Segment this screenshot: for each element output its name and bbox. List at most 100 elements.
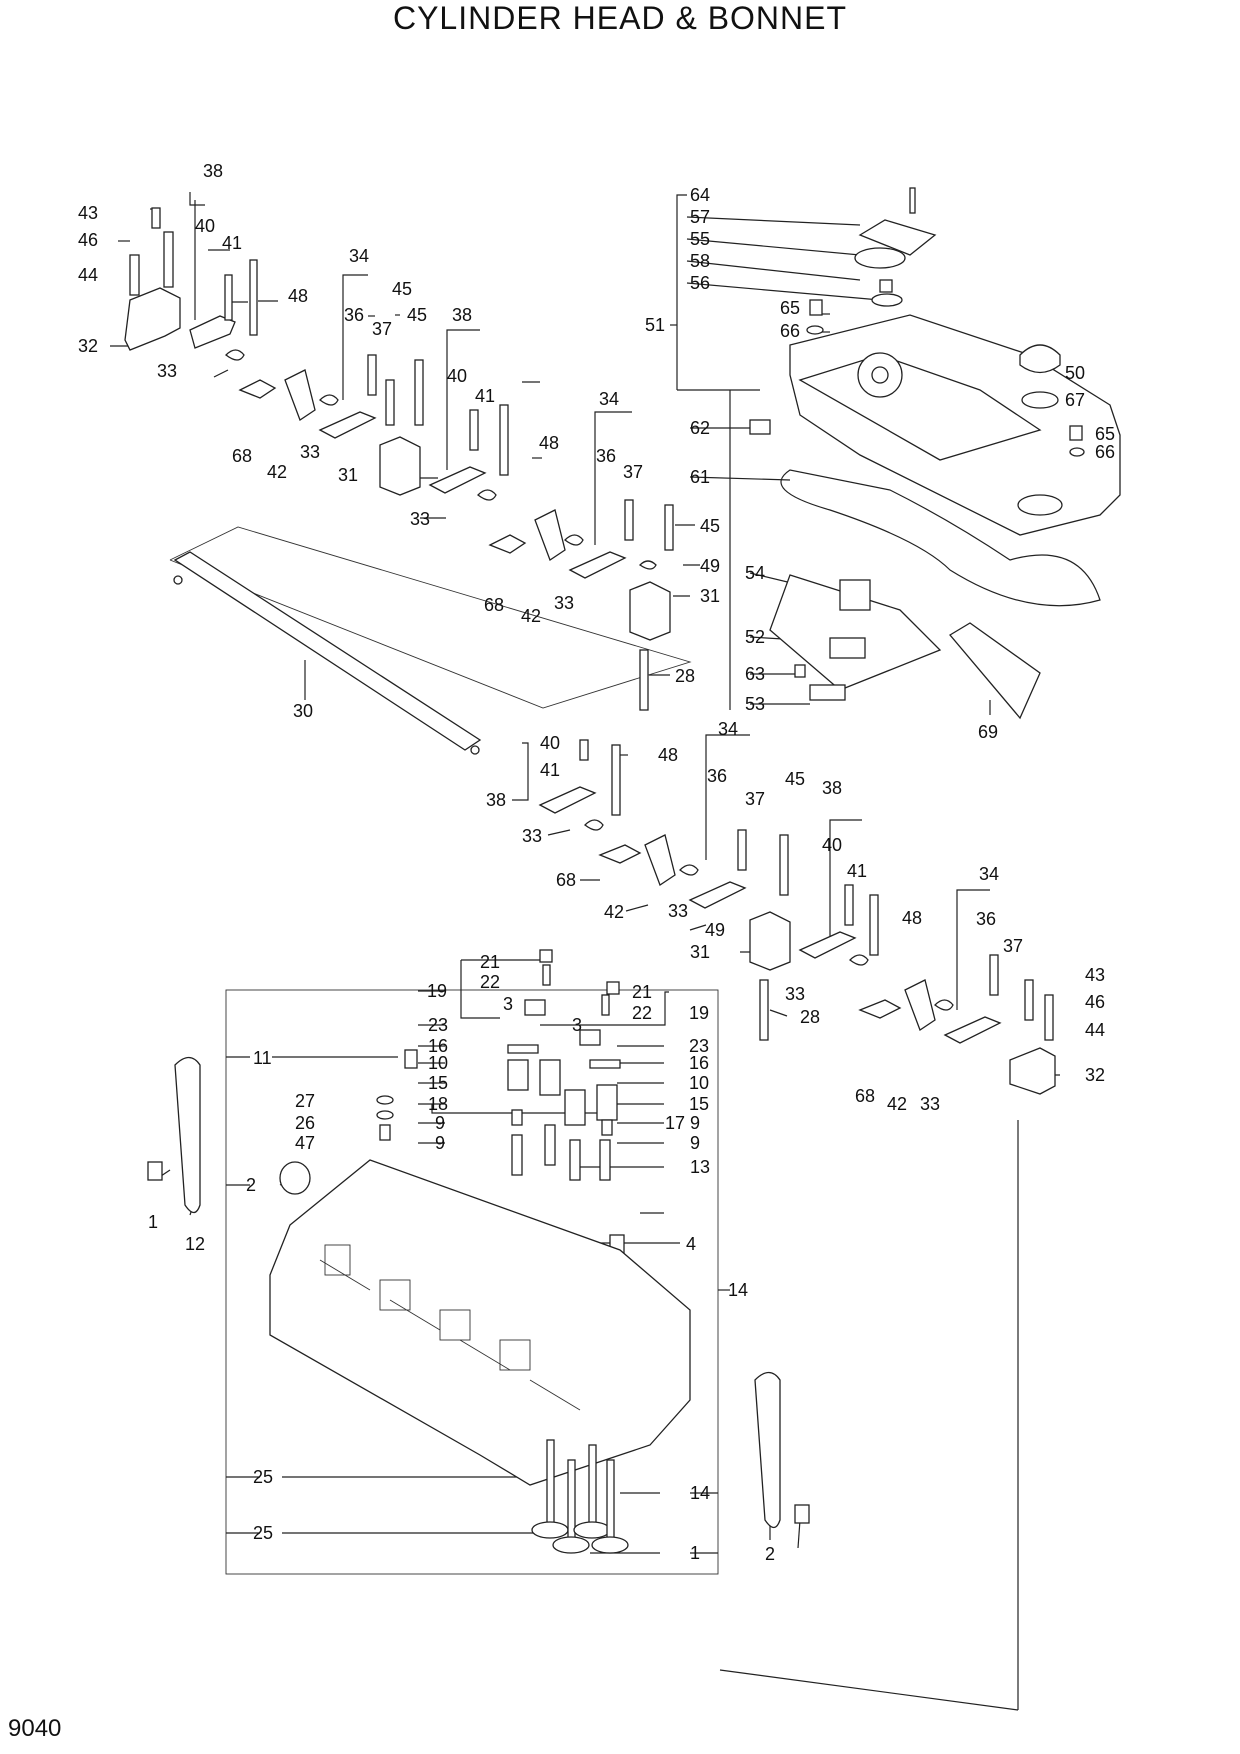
callout: 4 xyxy=(686,1234,696,1254)
callout: 33 xyxy=(554,593,574,613)
callout: 48 xyxy=(902,908,922,928)
callout: 38 xyxy=(486,790,506,810)
callout: 16 xyxy=(428,1036,448,1056)
callout: 3 xyxy=(572,1015,582,1035)
callout: 13 xyxy=(690,1157,710,1177)
callout: 53 xyxy=(745,694,765,714)
callout: 26 xyxy=(295,1113,315,1133)
callout: 33 xyxy=(522,826,542,846)
callout: 68 xyxy=(855,1086,875,1106)
callout: 25 xyxy=(253,1523,273,1543)
callout: 54 xyxy=(745,563,765,583)
callout: 19 xyxy=(689,1003,709,1023)
callout: 3 xyxy=(503,994,513,1014)
callout: 10 xyxy=(689,1073,709,1093)
callout: 36 xyxy=(596,446,616,466)
callout: 67 xyxy=(1065,390,1085,410)
leader-lines xyxy=(110,192,1090,1711)
callout: 22 xyxy=(632,1003,652,1023)
callout: 34 xyxy=(599,389,619,409)
callout: 33 xyxy=(785,984,805,1004)
callout: 33 xyxy=(300,442,320,462)
callout: 32 xyxy=(1085,1065,1105,1085)
callout: 22 xyxy=(480,972,500,992)
callout: 62 xyxy=(690,418,710,438)
callout: 12 xyxy=(185,1234,205,1254)
callout: 23 xyxy=(428,1015,448,1035)
callout: 44 xyxy=(78,265,98,285)
callout: 37 xyxy=(623,462,643,482)
callout: 45 xyxy=(700,516,720,536)
callout: 42 xyxy=(604,902,624,922)
callout: 11 xyxy=(253,1048,272,1068)
callout: 45 xyxy=(392,279,412,299)
callout: 57 xyxy=(690,207,710,227)
callout: 48 xyxy=(539,433,559,453)
callout: 21 xyxy=(632,982,652,1002)
callout: 21 xyxy=(480,952,500,972)
callout: 41 xyxy=(475,386,495,406)
callout: 43 xyxy=(1085,965,1105,985)
callout: 33 xyxy=(920,1094,940,1114)
callout: 9 xyxy=(690,1133,700,1153)
callout: 40 xyxy=(195,216,215,236)
callout: 38 xyxy=(452,305,472,325)
callout: 9 xyxy=(435,1133,445,1153)
callout: 28 xyxy=(675,666,695,686)
callout: 33 xyxy=(410,509,430,529)
callout: 30 xyxy=(293,701,313,721)
callout: 16 xyxy=(689,1053,709,1073)
callout: 42 xyxy=(267,462,287,482)
callout: 50 xyxy=(1065,363,1085,383)
callout: 40 xyxy=(540,733,560,753)
callout: 9 xyxy=(690,1113,700,1133)
callout: 40 xyxy=(822,835,842,855)
callout: 63 xyxy=(745,664,765,684)
callout: 34 xyxy=(349,246,369,266)
callout: 69 xyxy=(978,722,998,742)
callout: 55 xyxy=(690,229,710,249)
callout: 23 xyxy=(689,1036,709,1056)
callout: 1 xyxy=(148,1212,158,1232)
page-number: 9040 xyxy=(8,1715,62,1742)
callout: 42 xyxy=(887,1094,907,1114)
callout: 44 xyxy=(1085,1020,1105,1040)
callout: 25 xyxy=(253,1467,273,1487)
callout: 48 xyxy=(288,286,308,306)
callout: 40 xyxy=(447,366,467,386)
callout: 27 xyxy=(295,1091,315,1111)
callout: 2 xyxy=(765,1544,775,1564)
callout: 61 xyxy=(690,467,710,487)
callout: 34 xyxy=(979,864,999,884)
callout-labels: 38 43 40 46 41 44 48 32 33 68 42 33 34 3… xyxy=(78,161,1115,1564)
callout: 1 xyxy=(690,1543,700,1563)
callout: 18 xyxy=(428,1094,448,1114)
callout: 46 xyxy=(1085,992,1105,1012)
callout: 64 xyxy=(690,185,710,205)
callout: 37 xyxy=(745,789,765,809)
callout: 31 xyxy=(690,942,710,962)
callout: 36 xyxy=(344,305,364,325)
callout: 68 xyxy=(232,446,252,466)
callout: 38 xyxy=(203,161,223,181)
callout: 58 xyxy=(690,251,710,271)
callout: 33 xyxy=(157,361,177,381)
callout: 66 xyxy=(780,321,800,341)
callout: 2 xyxy=(246,1175,256,1195)
callout: 46 xyxy=(78,230,98,250)
callout: 65 xyxy=(1095,424,1115,444)
callout: 32 xyxy=(78,336,98,356)
callout: 31 xyxy=(338,465,358,485)
callout: 14 xyxy=(690,1483,710,1503)
callout: 41 xyxy=(222,233,242,253)
callout: 49 xyxy=(705,920,725,940)
callout: 9 xyxy=(435,1113,445,1133)
callout: 52 xyxy=(745,627,765,647)
callout: 41 xyxy=(540,760,560,780)
callout: 37 xyxy=(1003,936,1023,956)
callout: 14 xyxy=(728,1280,748,1300)
callout: 68 xyxy=(556,870,576,890)
callout: 36 xyxy=(707,766,727,786)
